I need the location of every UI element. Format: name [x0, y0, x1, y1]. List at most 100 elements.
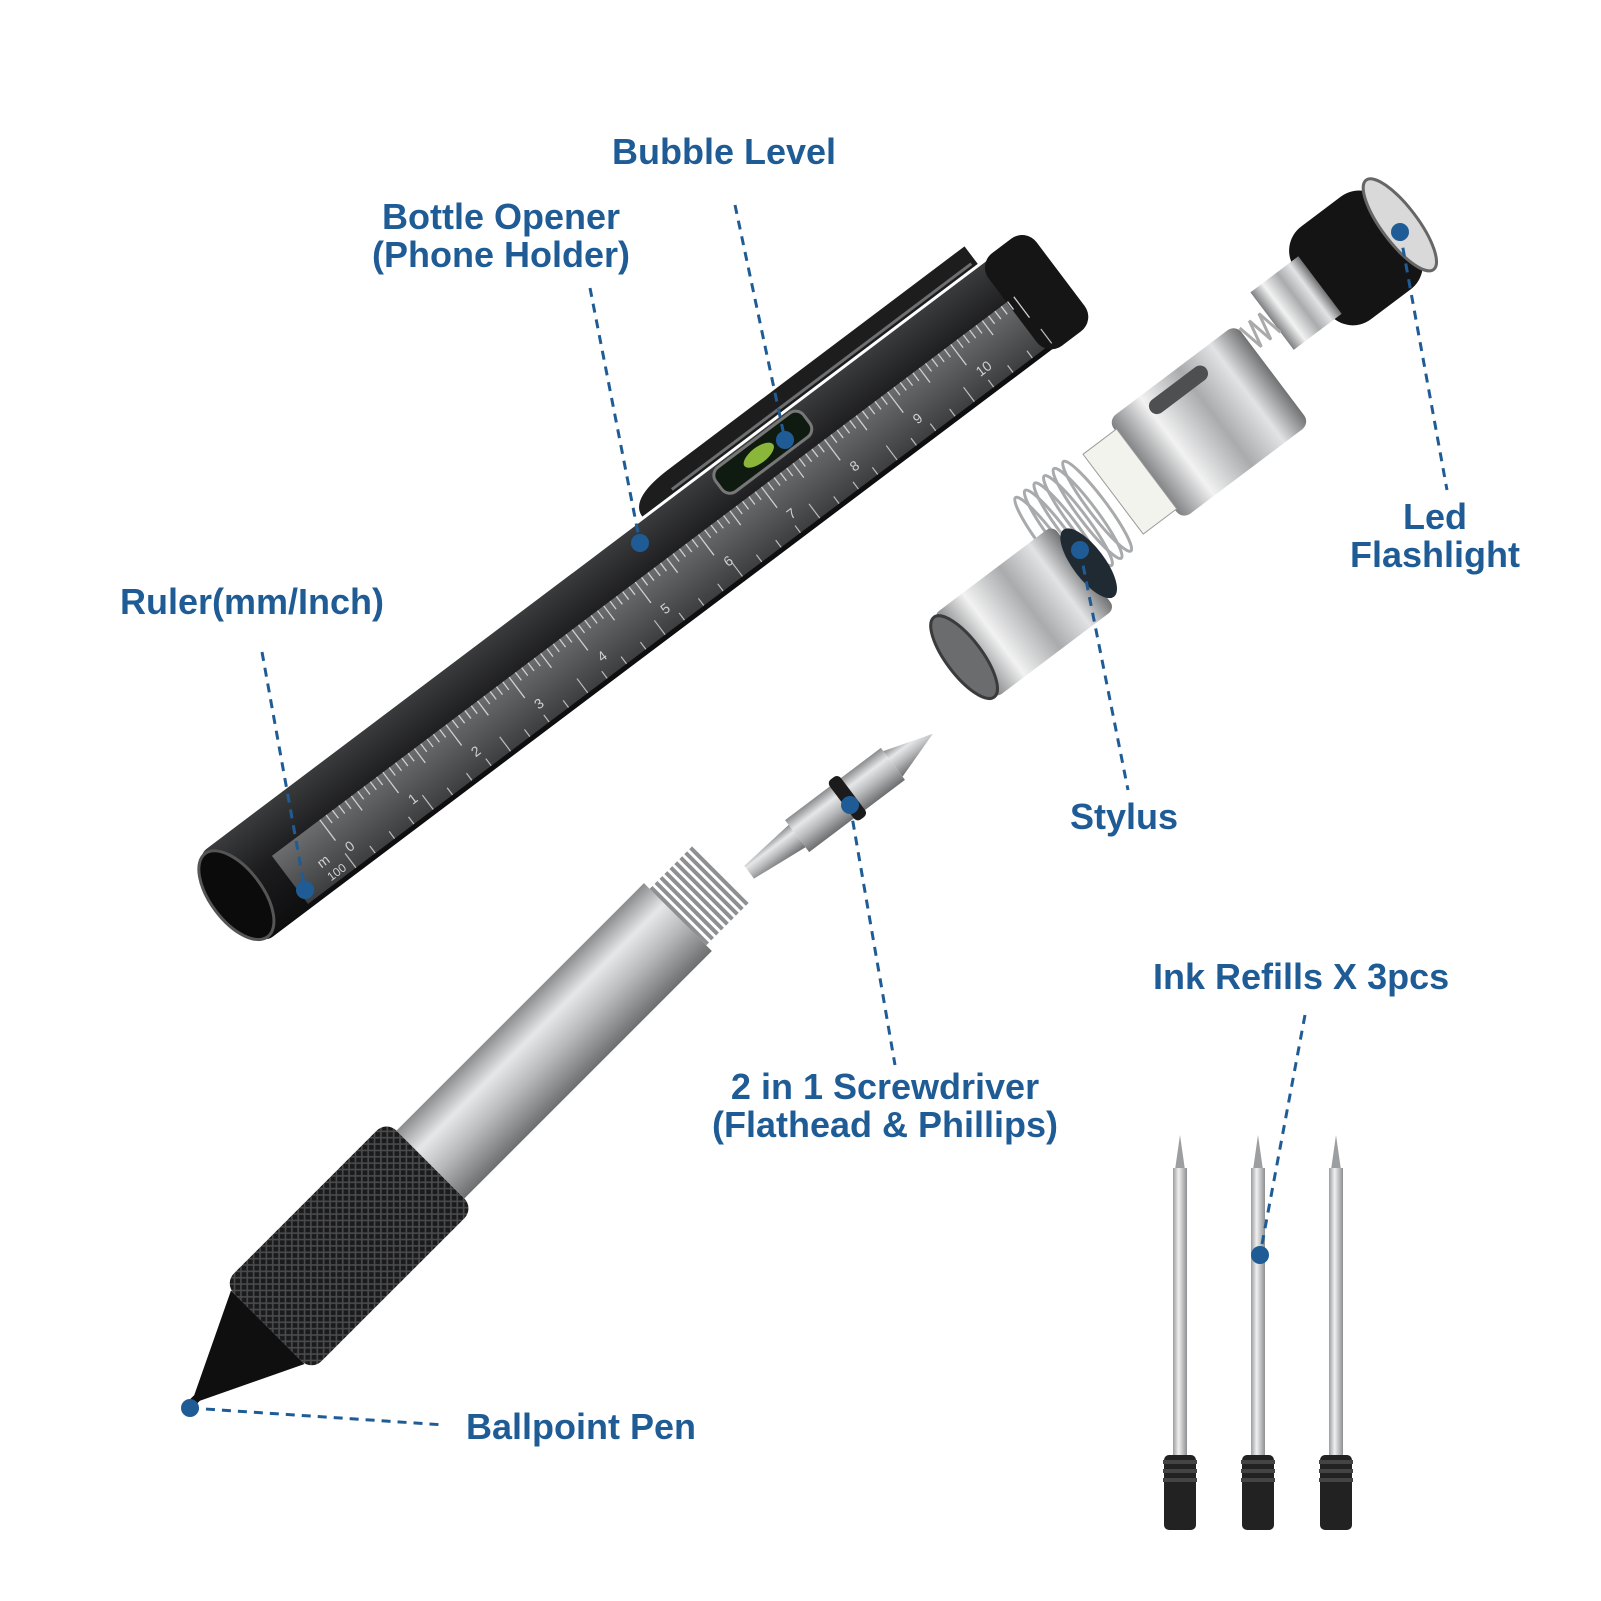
ruler-inch-tick — [639, 641, 647, 650]
dot-led — [1391, 223, 1409, 241]
ruler-tick — [742, 500, 750, 510]
callout-ruler-line — [260, 651, 307, 891]
refill-tip — [1175, 1135, 1185, 1170]
bit-flathead — [744, 824, 806, 879]
ruler-tick — [577, 624, 586, 634]
ruler-inch-tick — [697, 598, 705, 606]
ruler-tick — [868, 405, 876, 415]
ruler-tick — [659, 562, 668, 572]
ruler-tick — [338, 805, 346, 814]
callout-ballpoint-line — [189, 1406, 446, 1427]
ruler-tick — [880, 396, 888, 406]
thread-ring — [659, 876, 719, 936]
ruler-tick — [413, 748, 426, 764]
ruler-tick — [924, 362, 933, 372]
dot-ruler — [296, 881, 314, 899]
ruler-tick — [893, 386, 901, 396]
ruler-tick — [445, 724, 463, 746]
label-ink-refills: Ink Refills X 3pcs — [1153, 958, 1449, 996]
callout-bottle-line — [588, 287, 642, 544]
refill-cap-ridge — [1319, 1460, 1353, 1464]
ruler-tick — [849, 420, 857, 429]
ruler-tick — [786, 467, 794, 477]
ruler-inch-tick — [523, 729, 531, 737]
ruler-tick — [552, 643, 560, 653]
ruler-tick — [817, 443, 825, 453]
ruler-tick — [767, 481, 775, 491]
ruler-tick — [735, 505, 743, 515]
ruler-tick — [830, 434, 838, 444]
ruler-tick — [899, 382, 907, 391]
ruler-inch-tick — [678, 612, 685, 621]
ruler-inch-tick — [543, 714, 550, 723]
pen-threads — [649, 846, 749, 946]
ruler-inch-tick — [499, 736, 512, 752]
label-bottle-opener: Bottle Opener (Phone Holder) — [372, 198, 630, 274]
pen-clip-edge — [670, 262, 973, 491]
ruler-tick — [723, 515, 731, 524]
ruler-inch-tick — [717, 583, 724, 592]
ruler-tick — [458, 714, 466, 724]
ruler-tick — [792, 462, 805, 478]
ruler-inch-tick — [344, 852, 357, 869]
ruler-inch-tick — [421, 794, 434, 810]
ruler-tick — [508, 676, 526, 699]
ruler-tick — [584, 619, 592, 629]
ruler-tick — [331, 809, 339, 819]
bit-phillips — [883, 733, 933, 777]
label-ink-refills-text: Ink Refills X 3pcs — [1153, 956, 1450, 997]
refill-tube — [1329, 1168, 1343, 1458]
ruler-inch-tick — [601, 670, 608, 679]
refill-cap-ridge — [1241, 1478, 1275, 1482]
ruler-inch-tick — [794, 525, 801, 534]
ruler-tick — [1007, 301, 1015, 310]
ruler-tick — [571, 629, 589, 651]
refill-cap — [1320, 1455, 1352, 1530]
ruler-inch-tick — [388, 831, 396, 839]
ruler-tick — [811, 448, 819, 458]
ruler-tick — [773, 477, 781, 486]
ruler-tick — [918, 367, 931, 383]
ruler-tick — [906, 377, 914, 387]
sleeve-insulator — [1082, 428, 1178, 535]
ruler-tick — [981, 320, 994, 336]
ruler-tick — [805, 453, 813, 463]
label-ballpoint-pen: Ballpoint Pen — [466, 1408, 696, 1446]
ruler-tick — [514, 672, 522, 681]
ruler-tick — [912, 372, 920, 382]
ruler-tick — [962, 334, 970, 344]
ruler-tick — [855, 415, 868, 431]
ruler-tick — [609, 600, 617, 610]
sleeve-slot — [1148, 365, 1209, 415]
ruler-tick — [988, 315, 996, 325]
ruler-tick — [439, 729, 447, 738]
ruler-tick — [975, 324, 983, 334]
ballpoint-pen-part — [187, 846, 749, 1408]
label-screwdriver-line1: 2 in 1 Screwdriver — [730, 1066, 1040, 1107]
ruler-tick — [887, 391, 904, 414]
refill-cap-ridge — [1319, 1469, 1353, 1473]
ruler-tick — [628, 586, 636, 596]
spring-coil — [1061, 459, 1134, 553]
ruler-tick — [697, 534, 715, 556]
ruler-tick — [325, 814, 333, 824]
ruler-inch-tick — [562, 699, 570, 708]
ruler-inch-tick — [963, 386, 975, 403]
ruler-tick — [388, 767, 396, 776]
ruler-tick — [376, 776, 384, 786]
label-bubble-level-text: Bubble Level — [612, 131, 837, 172]
refill-tube — [1251, 1168, 1265, 1458]
ruler-tick — [861, 410, 869, 420]
ruler-tick — [350, 795, 363, 811]
ruler-tick — [451, 719, 459, 729]
ruler-tick — [672, 553, 680, 562]
ruler-inch-tick — [852, 481, 859, 490]
ruler-inch-tick — [446, 787, 454, 796]
ruler-tick — [666, 557, 679, 574]
dot-screwdriver — [841, 796, 859, 814]
ruler-inch-tick — [408, 816, 415, 825]
refill-tube — [1173, 1168, 1187, 1458]
ink-refill — [1319, 1135, 1353, 1530]
refill-cap-ridge — [1241, 1460, 1275, 1464]
ruler-tick — [678, 548, 686, 558]
